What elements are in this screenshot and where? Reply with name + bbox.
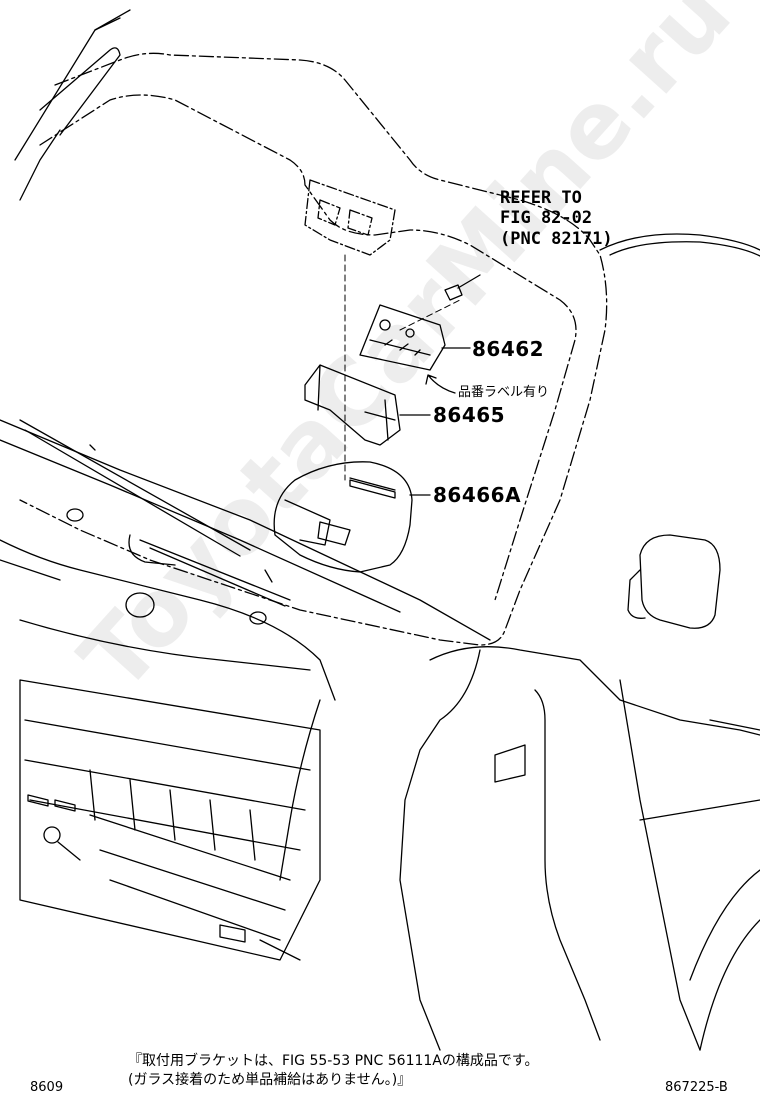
- part-86466a-vent-top: [349, 479, 396, 499]
- sensor-circle: [43, 826, 61, 844]
- side-mirror: [627, 534, 721, 629]
- page-code-left: 8609: [30, 1080, 64, 1095]
- cowl-line: [0, 419, 491, 641]
- door-frame: [599, 233, 760, 257]
- part-label-86465[interactable]: 86465: [433, 403, 506, 427]
- assembly-centerline: [344, 254, 461, 481]
- part-86462-body: [359, 304, 446, 371]
- wiper-arm-left: [19, 419, 251, 557]
- grille-lower-vents: [219, 924, 301, 961]
- figure-code-right: 867225-B: [665, 1080, 728, 1095]
- wheel-arch: [699, 919, 760, 1051]
- hood-front-edge: [0, 539, 336, 701]
- grille-emblem: [27, 794, 76, 812]
- refer-line-3: (PNC 82171): [500, 228, 613, 249]
- part-86462-lens-1: [379, 319, 391, 331]
- label-present-note: 品番ラベル有り: [458, 385, 550, 400]
- connector: [444, 274, 481, 301]
- part-86466a-body: [273, 461, 413, 573]
- hood-hole-2: [125, 592, 155, 618]
- windshield-outline: [19, 52, 608, 646]
- wiper-pivot: [264, 569, 273, 583]
- part-86462-lens-2: [405, 328, 415, 338]
- refer-to-callout: REFER TO FIG 82-02 (PNC 82171): [500, 188, 613, 249]
- refer-line-2: FIG 82-02: [500, 208, 593, 229]
- roof-edge: [39, 17, 121, 136]
- front-fender: [399, 646, 760, 1051]
- hood-hole-3: [249, 611, 267, 625]
- part-label-86466a[interactable]: 86466A: [433, 483, 522, 507]
- windshield-inner-line: [39, 94, 577, 601]
- footnote: 『取付用ブラケットは、FIG 55-53 PNC 56111Aの構成品です。 (…: [128, 1052, 538, 1090]
- hood-hole-1: [66, 508, 84, 522]
- footnote-line-1: 『取付用ブラケットは、FIG 55-53 PNC 56111Aの構成品です。: [128, 1053, 539, 1069]
- refer-line-1: REFER TO: [500, 188, 582, 208]
- roof-rail: [19, 129, 61, 201]
- bracket-on-glass: [304, 179, 396, 256]
- footnote-line-2: (ガラス接着のため単品補給はありません。)』: [128, 1071, 412, 1088]
- part-86465-body: [304, 364, 401, 446]
- hood-crease: [19, 619, 321, 881]
- door-panel: [619, 679, 760, 1051]
- grille-outline: [19, 679, 321, 961]
- part-label-86462[interactable]: 86462: [472, 337, 545, 361]
- grille-slats: [24, 719, 311, 941]
- label-note-arrow: [425, 374, 456, 394]
- a-pillar-left: [14, 9, 131, 161]
- part-86466a-vent-lower: [317, 521, 351, 546]
- headlamp-marker: [494, 744, 526, 783]
- sensor-stalk: [57, 841, 81, 861]
- wiper-arm-right: [128, 534, 291, 607]
